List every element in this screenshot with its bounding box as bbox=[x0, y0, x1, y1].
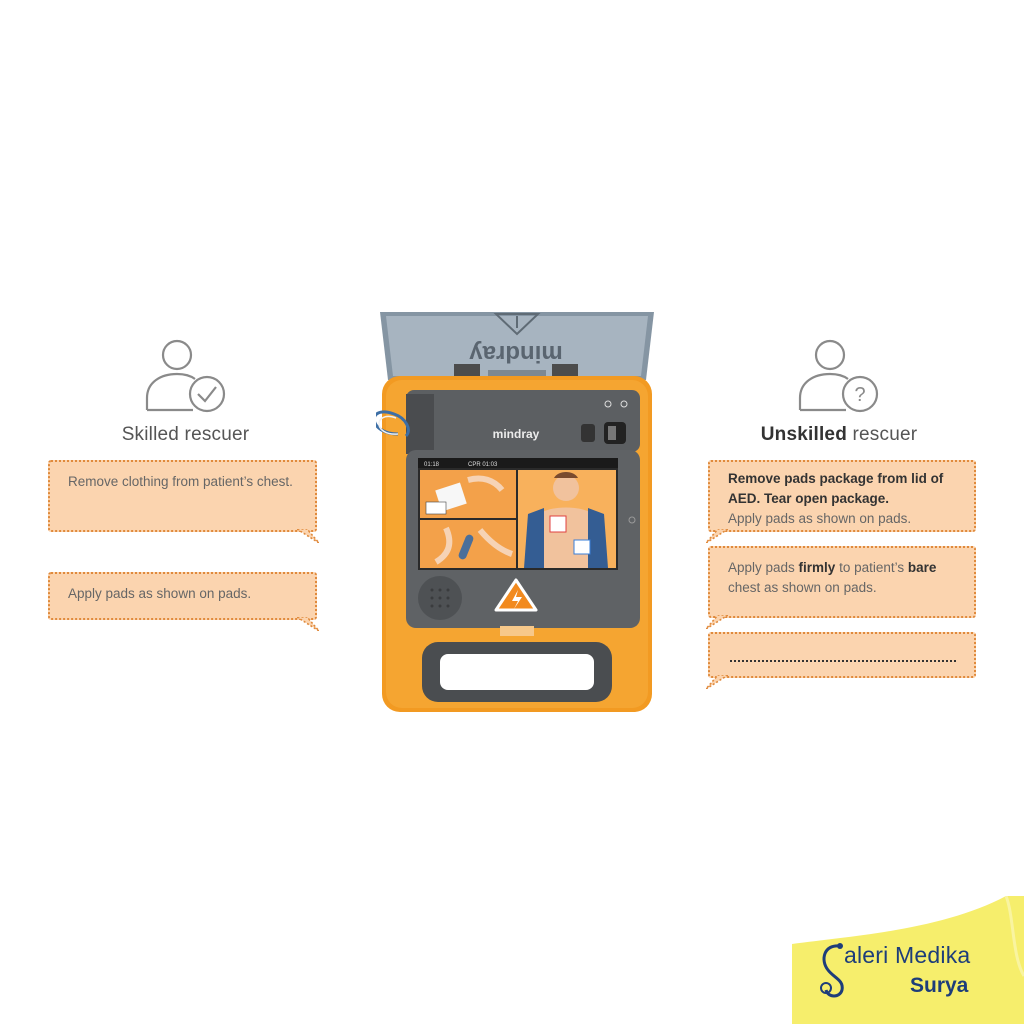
unskilled-step-2-bold2: bare bbox=[907, 560, 937, 575]
skilled-rescuer-column: Skilled rescuer Remove clothing from pat… bbox=[48, 338, 323, 631]
svg-text:?: ? bbox=[854, 384, 865, 406]
skilled-step-2-text: Apply pads as shown on pads. bbox=[68, 586, 252, 601]
unskilled-step-3-bubble bbox=[706, 632, 976, 689]
unskilled-step-2-part1: Apply pads bbox=[728, 560, 799, 575]
unskilled-rescuer-column: ? Unskilled rescuer Remove pads package … bbox=[702, 338, 976, 689]
unskilled-step-2-bold1: firmly bbox=[798, 560, 836, 575]
logo-subtext: Surya bbox=[910, 974, 969, 997]
skilled-rescuer-title: Skilled rescuer bbox=[121, 424, 250, 445]
screen-time: 01:18 bbox=[424, 462, 440, 468]
aed-lid: mindray bbox=[380, 312, 654, 384]
skilled-step-1-bubble: Remove clothing from patient’s chest. bbox=[48, 460, 319, 543]
person-check-icon bbox=[145, 339, 225, 413]
unskilled-step-2-bubble: Apply pads firmly to patient’s bare ches… bbox=[706, 546, 976, 629]
skilled-step-2-bubble: Apply pads as shown on pads. bbox=[48, 572, 319, 631]
unskilled-title-bold: Unskilled bbox=[760, 424, 848, 445]
unskilled-step-1-bold: Remove pads package from lid of AED. Tea… bbox=[728, 471, 944, 506]
device-brand: mindray bbox=[493, 427, 540, 441]
info-button[interactable] bbox=[581, 424, 595, 442]
aed-device: mindray mindray 01:18 CPR 01:03 bbox=[376, 312, 654, 712]
screen-cpr: CPR 01:03 bbox=[468, 462, 498, 468]
unskilled-step-1-text: Apply pads as shown on pads. bbox=[728, 511, 912, 526]
logo-text: aleri Medika bbox=[844, 942, 971, 968]
stethoscope-icon bbox=[820, 943, 844, 998]
unskilled-title-rest: rescuer bbox=[847, 424, 918, 445]
shock-button[interactable] bbox=[494, 578, 538, 612]
unskilled-step-2-part2: to patient’s bbox=[835, 560, 908, 575]
skilled-step-1-text: Remove clothing from patient’s chest. bbox=[68, 474, 293, 489]
unskilled-step-1-bubble: Remove pads package from lid of AED. Tea… bbox=[706, 460, 976, 543]
lid-brand-text: mindray bbox=[469, 340, 563, 367]
unskilled-rescuer-title: Unskilled rescuer bbox=[702, 424, 976, 446]
person-question-icon: ? bbox=[798, 339, 879, 413]
galeri-medika-logo: aleri Medika Surya bbox=[792, 896, 1024, 1024]
lightning-icon bbox=[512, 590, 522, 609]
unskilled-step-2-part3: chest as shown on pads. bbox=[728, 580, 877, 595]
dotted-placeholder-line bbox=[730, 650, 956, 662]
